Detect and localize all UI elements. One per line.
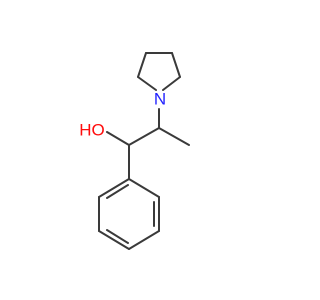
bond-benzene-6	[98, 178, 130, 198]
bond-coh-o	[106, 131, 130, 146]
bond-ring-c2-c3	[137, 52, 147, 78]
bond-ring-c5-n	[162, 76, 181, 91]
bond-ring-c4-c5	[171, 52, 181, 78]
bond-benzene-3	[128, 230, 160, 250]
bond-benzene-double-3	[106, 184, 129, 199]
bond-benzene-double-2	[106, 229, 129, 244]
bond-ring-n-c2	[137, 76, 157, 91]
bond-calpha-coh	[128, 127, 160, 146]
structure-diagram: N HO	[79, 52, 190, 250]
hydroxyl-atom-label: HO	[79, 120, 105, 139]
bond-benzene-4	[98, 230, 130, 250]
bond-calpha-methyl	[158, 127, 190, 146]
nitrogen-atom-label: N	[154, 89, 166, 108]
bond-benzene-1	[128, 178, 160, 198]
